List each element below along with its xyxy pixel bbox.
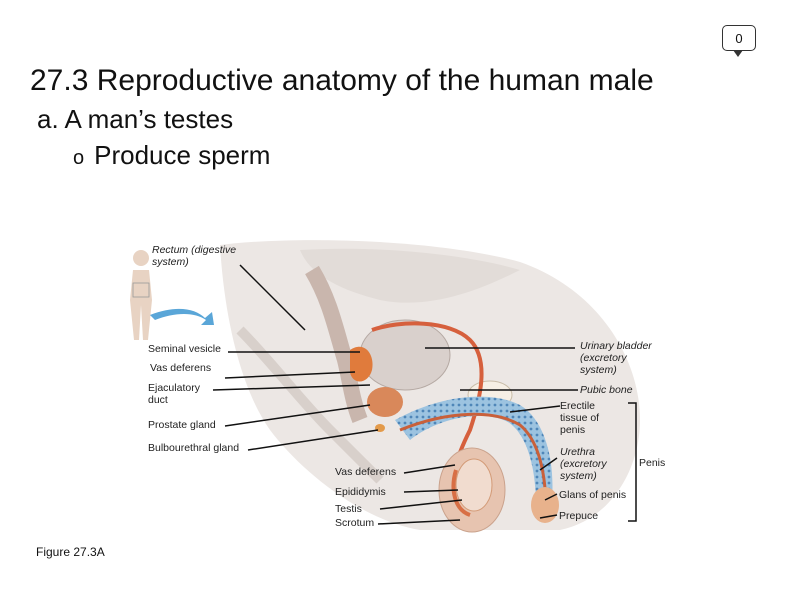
prostate-shape [367, 387, 403, 417]
label-scrotum: Scrotum [335, 517, 374, 529]
label-penis: Penis [639, 457, 665, 469]
label-urethra: Urethra (excretory system) [560, 446, 620, 482]
label-rectum: Rectum (digestive system) [152, 244, 252, 268]
label-seminal-vesicle: Seminal vesicle [148, 343, 221, 355]
label-vas-deferens-left: Vas deferens [150, 362, 211, 374]
human-figure-thumbnail [130, 250, 152, 340]
label-prepuce: Prepuce [559, 510, 598, 522]
body-section-background [220, 240, 640, 530]
figure-caption: Figure 27.3A [36, 545, 105, 559]
label-ejaculatory-duct: Ejaculatory duct [148, 382, 210, 406]
arrow-icon [150, 309, 214, 325]
label-epididymis: Epididymis [335, 486, 386, 498]
label-glans-of-penis: Glans of penis [559, 489, 626, 501]
label-urinary-bladder: Urinary bladder (excretory system) [580, 340, 662, 376]
label-vas-deferens-bottom: Vas deferens [335, 466, 396, 478]
label-prostate-gland: Prostate gland [148, 419, 216, 431]
label-testis: Testis [335, 503, 362, 515]
label-pubic-bone: Pubic bone [580, 384, 633, 396]
testis-shape [456, 459, 492, 511]
label-erectile-tissue: Erectile tissue of penis [560, 400, 610, 436]
label-bulbourethral-gland: Bulbourethral gland [148, 442, 239, 454]
